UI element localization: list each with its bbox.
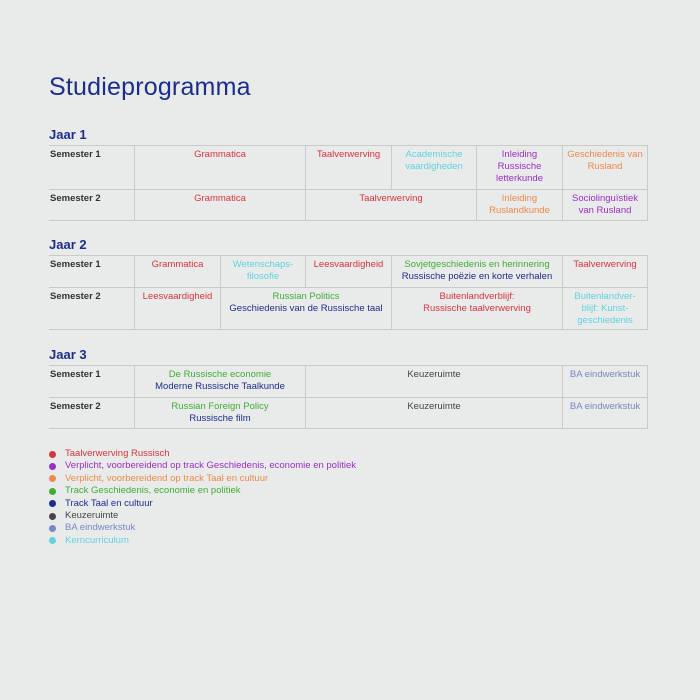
legend-item: Verplicht, voorbereidend op track Geschi… bbox=[49, 460, 356, 472]
semester-label: Semester 1 bbox=[49, 255, 134, 287]
year-3-heading: Jaar 3 bbox=[49, 347, 87, 362]
course-name: Wetenschaps-filosofie bbox=[232, 259, 294, 282]
course-cell: BA eindwerkstuk bbox=[562, 365, 648, 397]
course-name: Russische taalverwerving bbox=[423, 303, 531, 314]
course-name: Russian Foreign Policy bbox=[171, 401, 269, 412]
legend-item: Keuzeruimte bbox=[49, 510, 356, 522]
course-cell: Leesvaardigheid bbox=[134, 287, 220, 329]
course-cell: Academische vaardigheden bbox=[391, 145, 476, 189]
legend-dot-icon bbox=[49, 512, 56, 520]
course-name: BA eindwerkstuk bbox=[569, 369, 641, 380]
course-name: Keuzeruimte bbox=[407, 401, 461, 412]
course-cell: Geschiedenis van Rusland bbox=[562, 145, 648, 189]
course-name: Russische poëzie en korte verhalen bbox=[401, 271, 553, 282]
course-name: Sociolinguïstiek van Rusland bbox=[571, 193, 638, 216]
legend-label: Track Geschiedenis, economie en politiek bbox=[65, 485, 241, 497]
legend-dot-icon bbox=[49, 487, 56, 495]
course-name: Leesvaardigheid bbox=[142, 291, 213, 302]
legend-label: Verplicht, voorbereidend op track Geschi… bbox=[65, 460, 356, 472]
semester-label: Semester 1 bbox=[49, 365, 134, 397]
course-name: BA eindwerkstuk bbox=[569, 401, 641, 412]
legend-dot-icon bbox=[49, 500, 56, 508]
course-name: Russische film bbox=[189, 413, 251, 424]
semester-label: Semester 1 bbox=[49, 145, 134, 189]
course-cell: BA eindwerkstuk bbox=[562, 397, 648, 428]
course-cell: Inleiding Russische letterkunde bbox=[476, 145, 562, 189]
semester-label: Semester 2 bbox=[49, 397, 134, 428]
course-cell: Taalverwerving bbox=[305, 189, 476, 220]
course-name: Buitenlandver-blijf: Kunst-geschiedenis bbox=[574, 291, 636, 326]
course-name: Grammatica bbox=[151, 259, 204, 270]
course-name: Russian Politics bbox=[272, 291, 340, 302]
course-cell: Inleiding Ruslandkunde bbox=[476, 189, 562, 220]
course-cell: Wetenschaps-filosofie bbox=[220, 255, 305, 287]
legend-label: BA eindwerkstuk bbox=[65, 522, 136, 534]
course-cell: Taalverwerving bbox=[562, 255, 648, 287]
course-name: Keuzeruimte bbox=[407, 369, 461, 380]
course-name: Grammatica bbox=[194, 193, 246, 204]
legend-dot-icon bbox=[49, 463, 56, 471]
course-name: Academische vaardigheden bbox=[405, 149, 463, 172]
course-name: Inleiding Ruslandkunde bbox=[489, 193, 550, 216]
course-name: Taalverwerving bbox=[359, 193, 423, 204]
course-name: Grammatica bbox=[194, 149, 246, 160]
semester-label: Semester 2 bbox=[49, 189, 134, 220]
course-name: Taalverwerving bbox=[573, 259, 637, 270]
legend-item: BA eindwerkstuk bbox=[49, 522, 356, 534]
course-cell: Sociolinguïstiek van Rusland bbox=[562, 189, 648, 220]
course-cell: Taalverwerving bbox=[305, 145, 391, 189]
legend-label: Kerncurriculum bbox=[65, 534, 129, 546]
year-2-heading: Jaar 2 bbox=[49, 237, 87, 252]
legend-dot-icon bbox=[49, 537, 56, 545]
course-name: Geschiedenis van de Russische taal bbox=[229, 303, 383, 314]
legend-label: Taalverwerving Russisch bbox=[65, 448, 170, 459]
legend-label: Track Taal en cultuur bbox=[65, 497, 153, 509]
year-1-heading: Jaar 1 bbox=[49, 127, 87, 142]
course-cell: Grammatica bbox=[134, 255, 220, 287]
course-cell: Keuzeruimte bbox=[305, 397, 562, 428]
course-name: De Russische economie bbox=[168, 369, 272, 380]
legend-item: Verplicht, voorbereidend op track Taal e… bbox=[49, 473, 356, 485]
legend-item: Kerncurriculum bbox=[49, 535, 356, 547]
course-cell: Leesvaardigheid bbox=[305, 255, 391, 287]
year-2-table: Semester 1 Grammatica Wetenschaps-filosofi… bbox=[49, 255, 648, 330]
course-cell: Buitenlandver-blijf: Kunst-geschiedenis bbox=[562, 287, 648, 329]
course-name: Moderne Russische Taalkunde bbox=[155, 381, 285, 392]
legend-label: Verplicht, voorbereidend op track Taal e… bbox=[65, 472, 269, 484]
legend-dot-icon bbox=[49, 475, 56, 483]
legend-label: Keuzeruimte bbox=[65, 509, 119, 521]
course-name: Leesvaardigheid bbox=[313, 259, 384, 270]
page-title: Studieprogramma bbox=[49, 73, 251, 101]
course-name: Buitenlandverblijf: bbox=[439, 291, 515, 302]
course-name: Sovjetgeschiedenis en herinnering bbox=[404, 259, 550, 270]
legend-dot-icon bbox=[49, 525, 56, 533]
legend-item: Taalverwerving Russisch bbox=[49, 448, 356, 460]
legend-item: Track Geschiedenis, economie en politiek bbox=[49, 485, 356, 497]
course-cell: Grammatica bbox=[134, 145, 305, 189]
semester-label: Semester 2 bbox=[49, 287, 134, 329]
course-cell: Keuzeruimte bbox=[305, 365, 562, 397]
course-name: Geschiedenis van Rusland bbox=[567, 149, 643, 172]
course-name: Inleiding Russische letterkunde bbox=[495, 149, 543, 184]
legend-item: Track Taal en cultuur bbox=[49, 498, 356, 510]
course-cell: Grammatica bbox=[134, 189, 305, 220]
legend-dot-icon bbox=[49, 450, 56, 458]
course-name: Taalverwerving bbox=[316, 149, 381, 160]
course-cell: Buitenlandverblijf:Russische taalverwerv… bbox=[391, 287, 562, 329]
